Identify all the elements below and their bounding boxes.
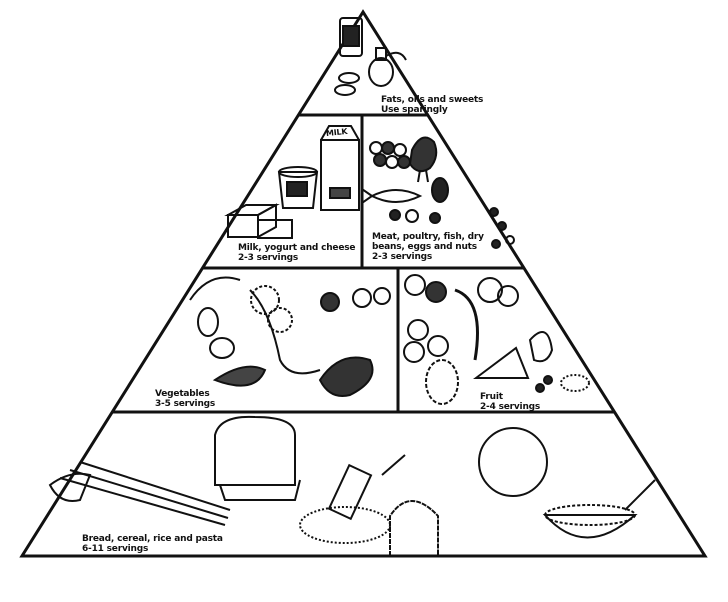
vegetables-icon	[189, 276, 391, 397]
pyramid-outline	[19, 9, 708, 558]
vegetables-title: Vegetables	[155, 389, 210, 399]
eggs-icon	[369, 141, 411, 169]
fruit-label: Fruit 2-4 servings	[480, 392, 540, 412]
fish-icon	[361, 187, 423, 205]
meat-title-line1: Meat, poultry, fish, dry	[372, 232, 484, 242]
fruit-servings: 2-4 servings	[480, 402, 541, 412]
bread-slices-icon	[214, 415, 301, 501]
bread-label: Bread, cereal, rice and pasta 6-11 servi…	[82, 534, 223, 554]
cheese-icon	[224, 203, 293, 239]
cereal-bowl-icon	[542, 479, 656, 539]
loaf-icon	[389, 500, 439, 556]
meat-title-line2: beans, eggs and nuts	[372, 242, 477, 252]
milk-title: Milk, yogurt and cheese	[238, 243, 356, 253]
milk-label: Milk, yogurt and cheese 2-3 servings	[238, 243, 356, 263]
fats-title: Fats, oils and sweets	[381, 95, 484, 105]
oil-bottle-icon	[368, 47, 407, 87]
tortilla-icon	[478, 427, 548, 497]
fruit-title: Fruit	[480, 392, 503, 402]
yogurt-cup-icon	[277, 166, 319, 209]
nuts-beans-icon	[389, 177, 515, 249]
chicken-icon	[408, 136, 438, 183]
fruit-icon	[403, 274, 590, 405]
milk-carton-icon	[320, 125, 360, 211]
vegetables-servings: 3-5 servings	[155, 399, 216, 409]
fats-label: Fats, oils and sweets Use sparingly	[381, 95, 483, 115]
bread-servings: 6-11 servings	[82, 544, 149, 554]
meat-servings: 2-3 servings	[372, 252, 433, 262]
meat-label: Meat, poultry, fish, dry beans, eggs and…	[372, 232, 484, 262]
milk-servings: 2-3 servings	[238, 253, 299, 263]
pasta-icon	[48, 461, 231, 526]
vegetables-label: Vegetables 3-5 servings	[155, 389, 215, 409]
fats-servings: Use sparingly	[381, 105, 448, 115]
bread-title: Bread, cereal, rice and pasta	[82, 534, 223, 544]
soda-can-icon	[339, 17, 363, 57]
sweets-icon	[334, 72, 360, 96]
